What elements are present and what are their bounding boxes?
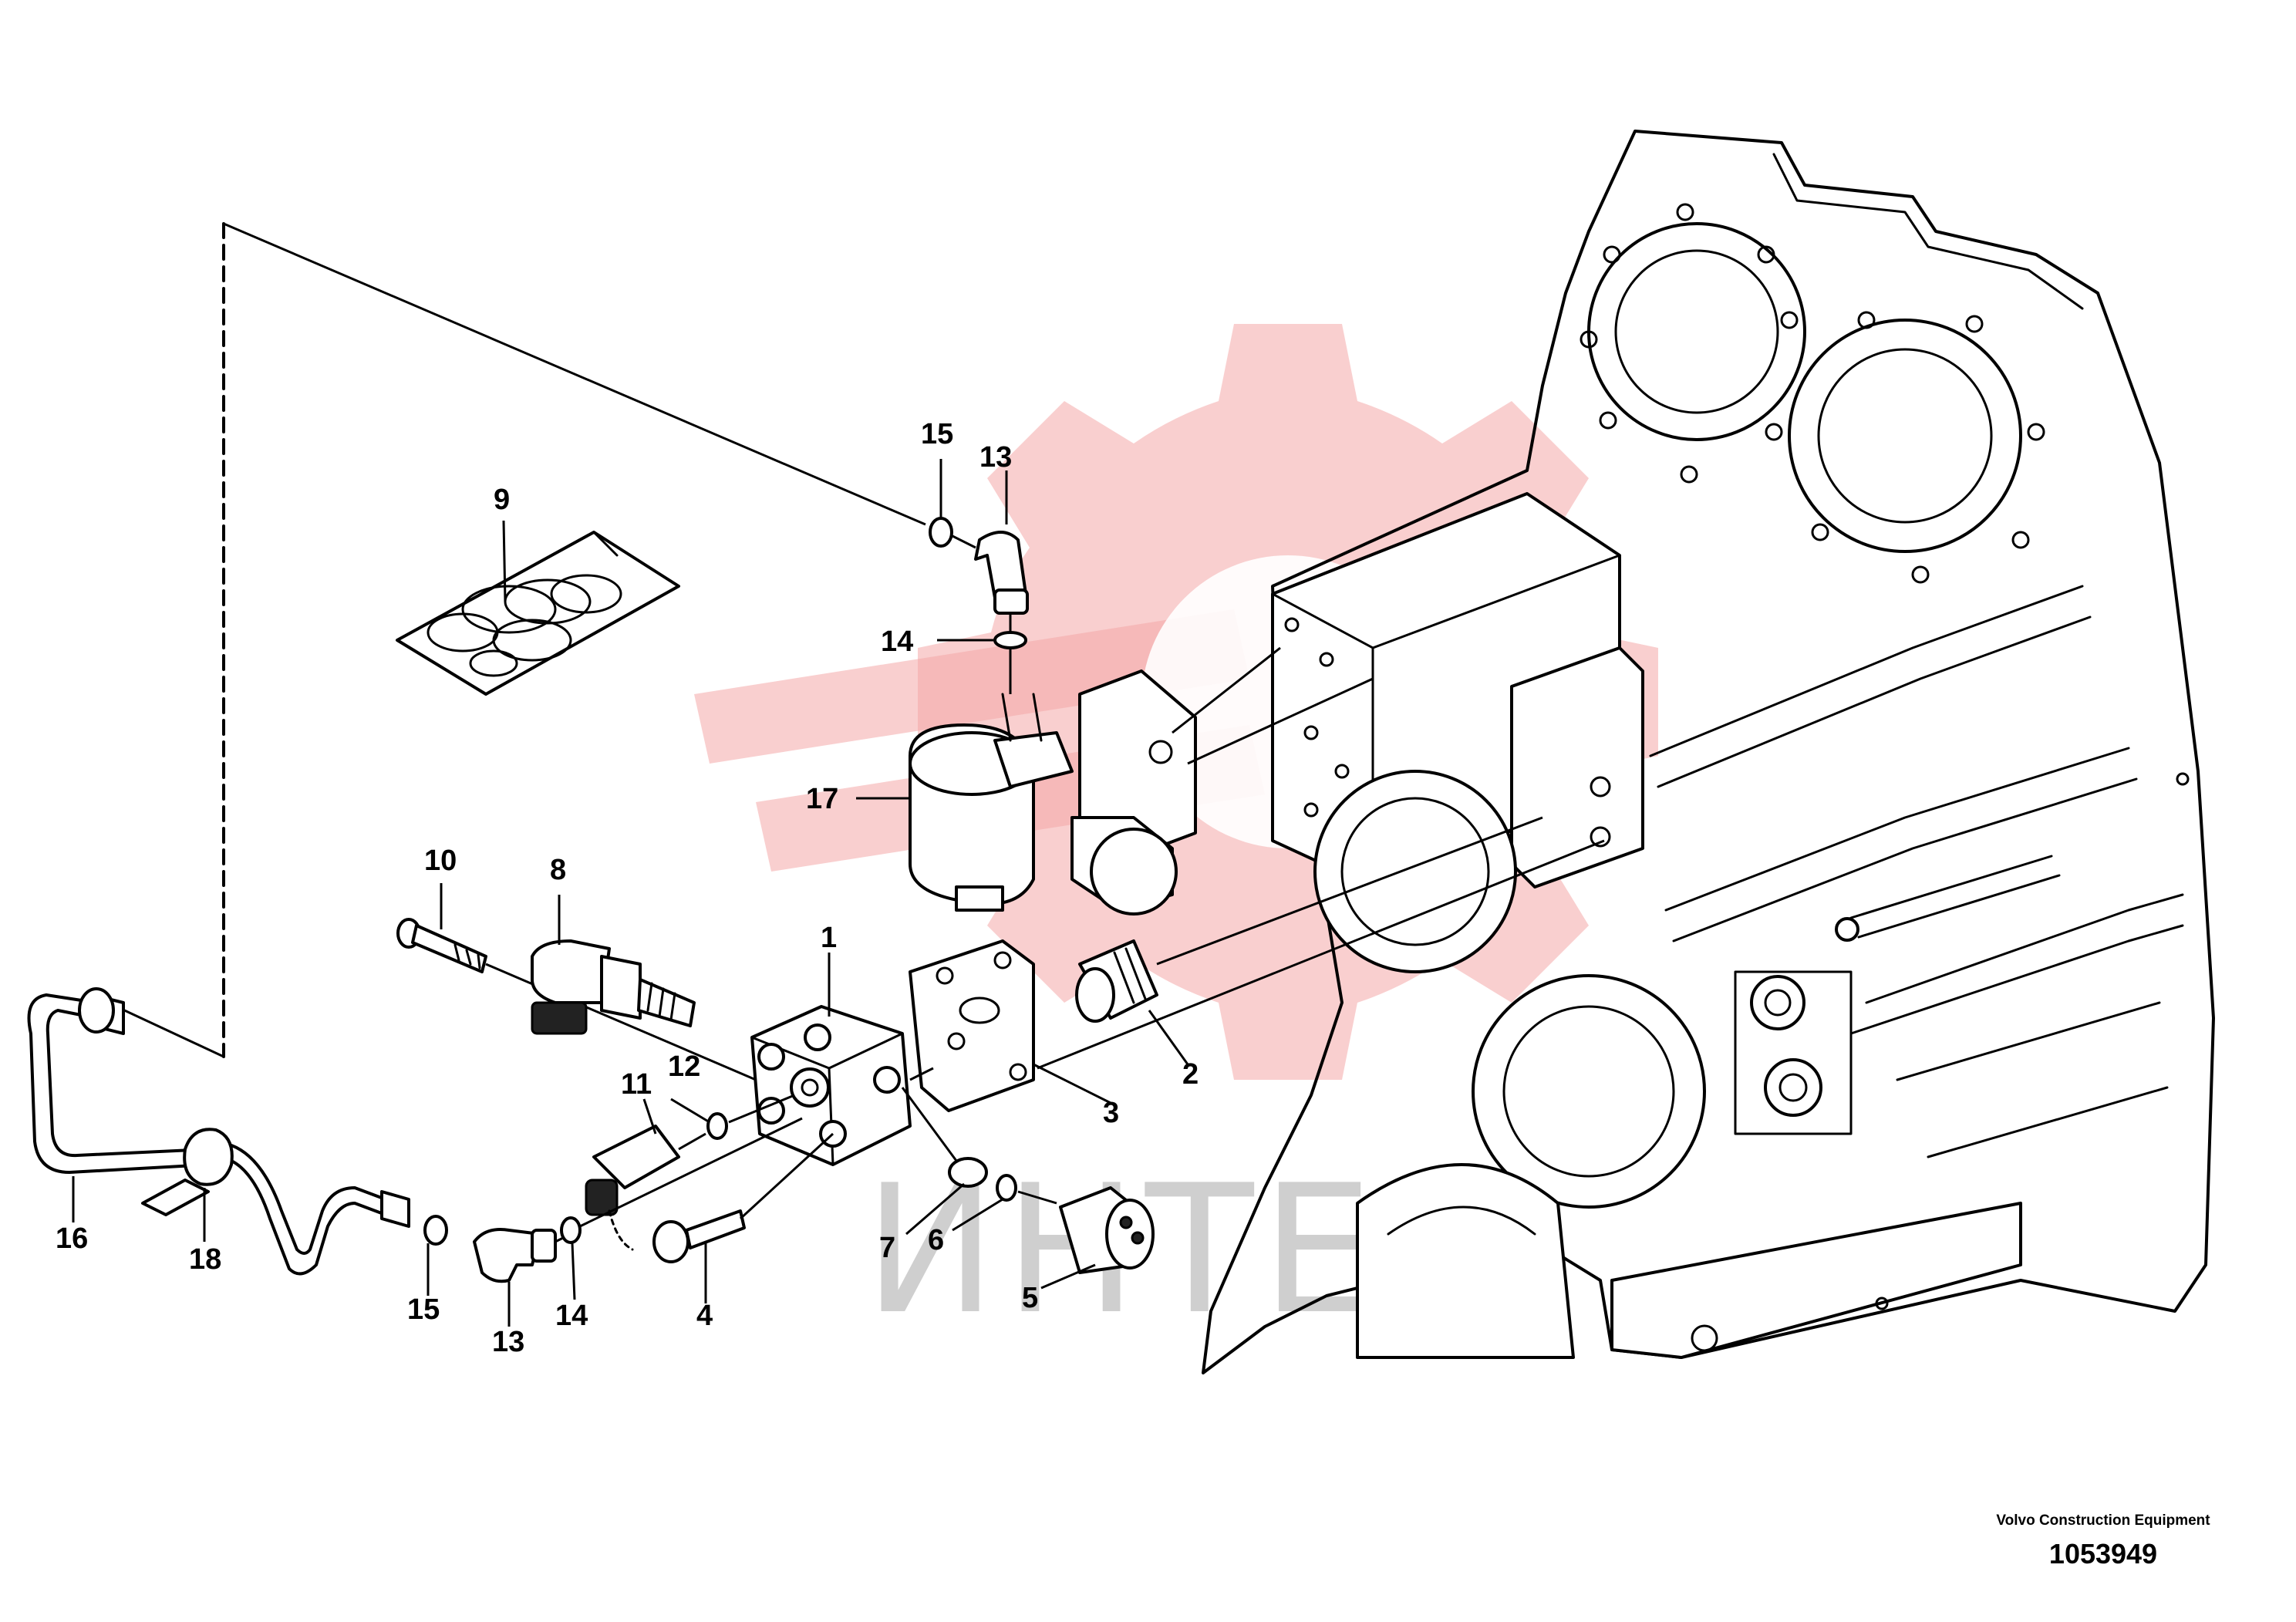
part-11-sensor: [585, 1125, 680, 1251]
part-14-bottom-o-ring: [560, 1216, 582, 1244]
part-2-plunger: [1075, 939, 1158, 1023]
callout-leaders: [72, 459, 1189, 1327]
part-6-o-ring: [996, 1174, 1017, 1202]
part-5-pressure-sensor: [1059, 1186, 1155, 1274]
callout-14-bottom: 14: [555, 1300, 588, 1332]
callout-13-top: 13: [979, 441, 1012, 474]
part-10-bolt: [396, 918, 487, 973]
part-12-o-ring: [706, 1112, 728, 1140]
callout-17: 17: [806, 783, 838, 815]
callout-1: 1: [821, 922, 837, 954]
part-1-valve-body: [750, 1005, 912, 1166]
manufacturer-label: Volvo Construction Equipment: [1996, 1512, 2210, 1529]
part-17-control-valve: [909, 646, 1374, 916]
callout-3: 3: [1103, 1097, 1119, 1129]
callout-16: 16: [56, 1222, 88, 1255]
callout-18: 18: [189, 1243, 221, 1276]
drawing-info: Volvo Construction Equipment 1053949: [1964, 1512, 2242, 1572]
transmission-housing: [1202, 130, 2215, 1374]
part-15-top-o-ring: [929, 517, 953, 548]
callout-13-bottom: 13: [492, 1326, 524, 1358]
callout-15-top: 15: [921, 418, 953, 450]
callout-5: 5: [1022, 1282, 1038, 1314]
part-7-seal-ring: [948, 1157, 988, 1188]
callout-labels: 15 13 14 17 9 10 8 1 2 3 11 12 4 7 6 5 1…: [56, 418, 1199, 1358]
part-15-bottom-o-ring: [423, 1215, 448, 1246]
callout-4: 4: [696, 1300, 713, 1332]
drawing-number: 1053949: [2048, 1538, 2158, 1570]
callout-9: 9: [494, 484, 510, 516]
callout-2: 2: [1182, 1058, 1199, 1091]
part-4-bolt: [652, 1209, 746, 1263]
callout-10: 10: [424, 845, 457, 877]
callout-15-bottom: 15: [407, 1293, 440, 1326]
part-9-seal-kit: [396, 531, 680, 696]
callout-6: 6: [928, 1224, 944, 1256]
callout-14-top: 14: [881, 626, 913, 658]
callout-7: 7: [879, 1232, 895, 1264]
part-13-top-elbow: [974, 531, 1029, 615]
part-8-solenoid: [531, 939, 696, 1035]
part-16-pipe: [27, 987, 410, 1276]
callout-12: 12: [668, 1050, 700, 1083]
part-13-bottom-elbow: [473, 1228, 557, 1283]
part-3-gasket: [909, 939, 1035, 1112]
callout-8: 8: [550, 854, 566, 886]
part-14-top-o-ring: [993, 631, 1027, 649]
callout-11: 11: [621, 1068, 652, 1101]
part-18-clamp: [141, 1128, 234, 1216]
